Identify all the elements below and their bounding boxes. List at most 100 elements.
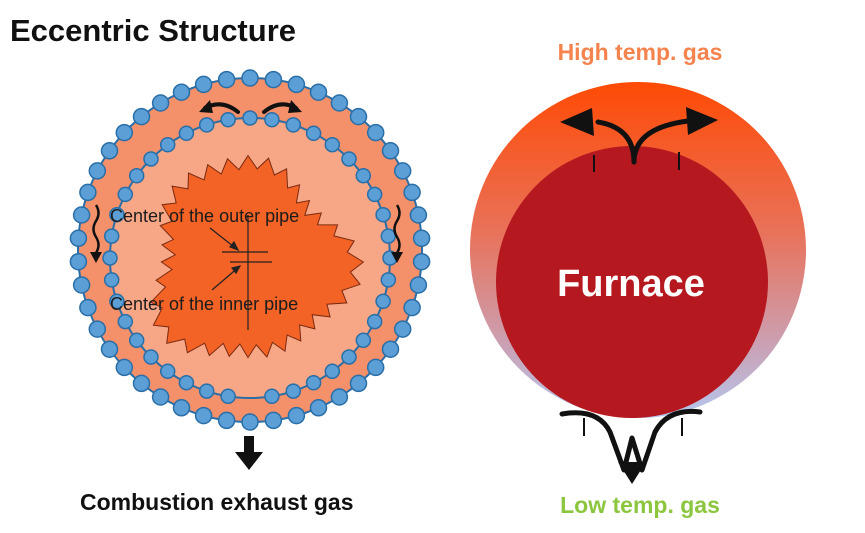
tube-cross-section bbox=[220, 388, 236, 405]
tube-cross-section bbox=[132, 107, 151, 126]
tube-cross-section bbox=[409, 206, 428, 224]
tube-cross-section bbox=[409, 276, 428, 294]
tube-cross-section bbox=[324, 136, 341, 153]
furnace-diagram: High temp. gas Furnace Low temp. gas bbox=[470, 39, 806, 518]
tube-cross-section bbox=[117, 186, 134, 203]
tube-cross-section bbox=[241, 69, 259, 87]
inner-center-label: Center of the inner pipe bbox=[110, 294, 298, 314]
tube-cross-section bbox=[285, 117, 302, 133]
cold-arrow-down-icon bbox=[618, 462, 646, 484]
tube-cross-section bbox=[264, 411, 283, 430]
tube-cross-section bbox=[341, 349, 357, 365]
tube-cross-section bbox=[349, 107, 368, 126]
tube-cross-section bbox=[241, 413, 259, 431]
tube-cross-section bbox=[309, 399, 328, 417]
tube-cross-section bbox=[103, 228, 120, 244]
tube-cross-section bbox=[305, 125, 322, 142]
tube-cross-section bbox=[79, 298, 97, 317]
furnace-circle bbox=[496, 146, 768, 418]
outer-tube-ring bbox=[69, 69, 431, 431]
tube-cross-section bbox=[88, 162, 107, 180]
tube-cross-section bbox=[103, 272, 120, 288]
tube-cross-section bbox=[69, 252, 88, 271]
arrow-left-icon bbox=[199, 100, 213, 113]
low-temp-flow-arrow bbox=[559, 408, 703, 473]
tube-cross-section bbox=[285, 383, 302, 399]
tube-cross-section bbox=[151, 388, 170, 406]
exhaust-arrow-icon bbox=[235, 436, 263, 470]
tube-cross-section bbox=[217, 70, 236, 89]
tube-cross-section bbox=[403, 183, 421, 202]
tube-cross-section bbox=[355, 167, 372, 184]
tube-cross-section bbox=[115, 123, 134, 142]
tube-cross-section bbox=[143, 151, 159, 167]
furnace-label: Furnace bbox=[557, 263, 705, 305]
tube-cross-section bbox=[375, 206, 391, 223]
tube-cross-section bbox=[72, 276, 91, 294]
tube-cross-section bbox=[366, 186, 383, 203]
tube-cross-section bbox=[109, 293, 125, 310]
tube-cross-section bbox=[309, 83, 328, 101]
tube-cross-section bbox=[375, 293, 391, 310]
high-temp-flow-arrow bbox=[595, 118, 691, 165]
tube-cross-section bbox=[381, 340, 400, 358]
tube-cross-section bbox=[172, 399, 191, 417]
tube-cross-section bbox=[287, 75, 306, 94]
tube-cross-section bbox=[100, 340, 119, 358]
tube-cross-section bbox=[381, 142, 400, 160]
tube-cross-section bbox=[194, 75, 213, 94]
tube-cross-section bbox=[412, 252, 431, 271]
inner-tube-ring bbox=[102, 110, 398, 405]
tube-cross-section bbox=[172, 83, 191, 101]
tube-cross-section bbox=[217, 411, 236, 430]
side-arrow-right-icon bbox=[391, 252, 403, 263]
tube-cross-section bbox=[128, 332, 145, 349]
tube-cross-section bbox=[287, 406, 306, 425]
tube-cross-section bbox=[305, 374, 322, 391]
hot-arrow-right-icon bbox=[686, 107, 718, 135]
tube-cross-section bbox=[178, 125, 195, 142]
tube-cross-section bbox=[366, 313, 383, 330]
tube-cross-section bbox=[79, 183, 97, 202]
tube-cross-section bbox=[178, 374, 195, 391]
tube-cross-section bbox=[69, 229, 88, 248]
tube-cross-section bbox=[412, 229, 431, 248]
side-flow-arrows bbox=[92, 204, 401, 254]
tube-cross-section bbox=[115, 358, 134, 377]
page-title: Eccentric Structure bbox=[10, 13, 296, 48]
tube-cross-section bbox=[242, 110, 258, 126]
tube-cross-section bbox=[143, 349, 159, 365]
low-temp-label: Low temp. gas bbox=[560, 492, 720, 518]
tube-cross-section bbox=[403, 298, 421, 317]
exhaust-label: Combustion exhaust gas bbox=[80, 489, 353, 515]
eccentric-pipe-diagram: Center of the outer pipe Center of the i… bbox=[69, 69, 431, 515]
high-temp-label: High temp. gas bbox=[558, 39, 723, 65]
tube-cross-section bbox=[194, 406, 213, 425]
tube-cross-section bbox=[159, 363, 176, 380]
tube-cross-section bbox=[128, 167, 145, 184]
tube-cross-section bbox=[355, 332, 372, 349]
tube-cross-section bbox=[366, 358, 385, 377]
tube-cross-section bbox=[220, 111, 236, 128]
tube-cross-section bbox=[324, 363, 341, 380]
tube-cross-section bbox=[198, 117, 215, 133]
hot-arrow-left-icon bbox=[560, 108, 594, 136]
tube-cross-section bbox=[349, 374, 368, 393]
outer-center-label: Center of the outer pipe bbox=[110, 206, 299, 226]
side-arrow-left-icon bbox=[90, 252, 102, 263]
tube-cross-section bbox=[380, 228, 397, 244]
tube-cross-section bbox=[330, 388, 349, 406]
tube-cross-section bbox=[380, 272, 397, 288]
tube-cross-section bbox=[100, 142, 119, 160]
tube-cross-section bbox=[198, 383, 215, 399]
tube-cross-section bbox=[341, 151, 357, 167]
tube-cross-section bbox=[366, 123, 385, 142]
tube-cross-section bbox=[117, 313, 134, 330]
arrow-right-icon bbox=[288, 100, 302, 113]
tube-cross-section bbox=[264, 111, 280, 128]
center-markers bbox=[209, 215, 272, 330]
tube-cross-section bbox=[330, 94, 349, 112]
tube-cross-section bbox=[264, 70, 283, 89]
tube-cross-section bbox=[109, 206, 125, 223]
